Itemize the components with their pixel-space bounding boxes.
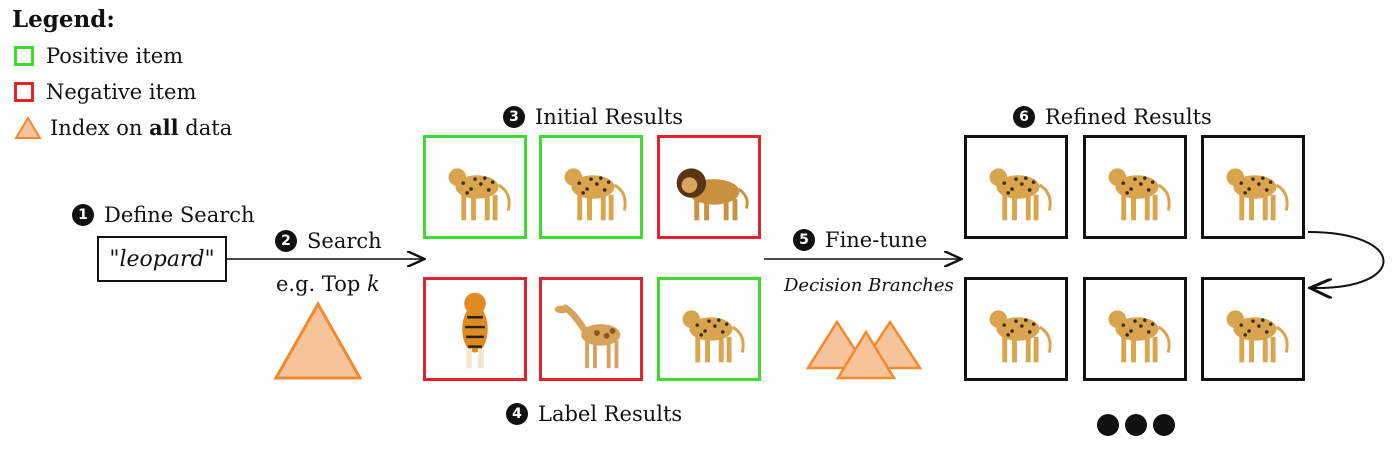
ellipsis-dots-icon bbox=[1125, 414, 1147, 436]
step-label: Fine-tune bbox=[825, 228, 928, 252]
branch-triangle bbox=[835, 329, 897, 380]
positive-swatch bbox=[14, 46, 34, 66]
legend-index-prefix: Index on bbox=[50, 115, 150, 140]
loop-arrow bbox=[1308, 231, 1385, 288]
search-note: e.g. Top k bbox=[276, 272, 380, 296]
step-refined-results: 6 Refined Results bbox=[1013, 105, 1212, 129]
step-label: Initial Results bbox=[535, 105, 684, 129]
search-note-var: k bbox=[367, 272, 380, 296]
ellipsis-dots-icon bbox=[1153, 414, 1175, 436]
negative-swatch bbox=[14, 82, 34, 102]
legend-positive: Positive item bbox=[14, 44, 183, 68]
refined-result-leopard-image bbox=[964, 135, 1068, 239]
initial-result-giraffe-image bbox=[539, 277, 643, 381]
step-number: 5 bbox=[793, 229, 815, 251]
initial-result-leopard-image bbox=[657, 277, 761, 381]
query-box: "leopard" bbox=[97, 236, 227, 282]
step-label: Refined Results bbox=[1045, 105, 1212, 129]
step-number: 6 bbox=[1013, 106, 1035, 128]
step-number: 3 bbox=[503, 106, 525, 128]
triangle-icon bbox=[14, 115, 42, 139]
step-search: 2 Search bbox=[275, 229, 382, 253]
step-number: 2 bbox=[275, 230, 297, 252]
step-label: Label Results bbox=[538, 402, 683, 426]
step-label: Define Search bbox=[104, 203, 255, 227]
initial-result-tiger-image bbox=[423, 277, 527, 381]
ellipsis-dots-icon bbox=[1097, 414, 1119, 436]
legend-index-suffix: data bbox=[178, 115, 233, 140]
step-initial-results: 3 Initial Results bbox=[503, 105, 683, 129]
initial-result-leopard-image bbox=[539, 135, 643, 239]
step-define-search: 1 Define Search bbox=[72, 203, 255, 227]
refined-result-leopard-image bbox=[1083, 277, 1187, 381]
refined-result-leopard-image bbox=[1201, 135, 1305, 239]
legend-title: Legend: bbox=[12, 6, 115, 33]
legend-negative: Negative item bbox=[14, 80, 196, 104]
refined-result-leopard-image bbox=[1083, 135, 1187, 239]
legend-negative-label: Negative item bbox=[46, 80, 197, 104]
finetune-note: Decision Branches bbox=[784, 275, 954, 296]
step-number: 1 bbox=[72, 204, 94, 226]
step-label-results: 4 Label Results bbox=[506, 402, 682, 426]
initial-result-leopard-image bbox=[423, 135, 527, 239]
legend-index: Index on all data bbox=[14, 115, 232, 140]
step-finetune: 5 Fine-tune bbox=[793, 228, 927, 252]
search-note-prefix: e.g. Top bbox=[276, 272, 368, 296]
step-number: 4 bbox=[506, 403, 528, 425]
refined-result-leopard-image bbox=[1201, 277, 1305, 381]
legend-index-bold: all bbox=[149, 115, 179, 140]
legend-positive-label: Positive item bbox=[46, 44, 184, 68]
index-triangle bbox=[273, 300, 363, 380]
initial-result-lion-image bbox=[657, 135, 761, 239]
refined-result-leopard-image bbox=[964, 277, 1068, 381]
step-label: Search bbox=[307, 229, 382, 253]
